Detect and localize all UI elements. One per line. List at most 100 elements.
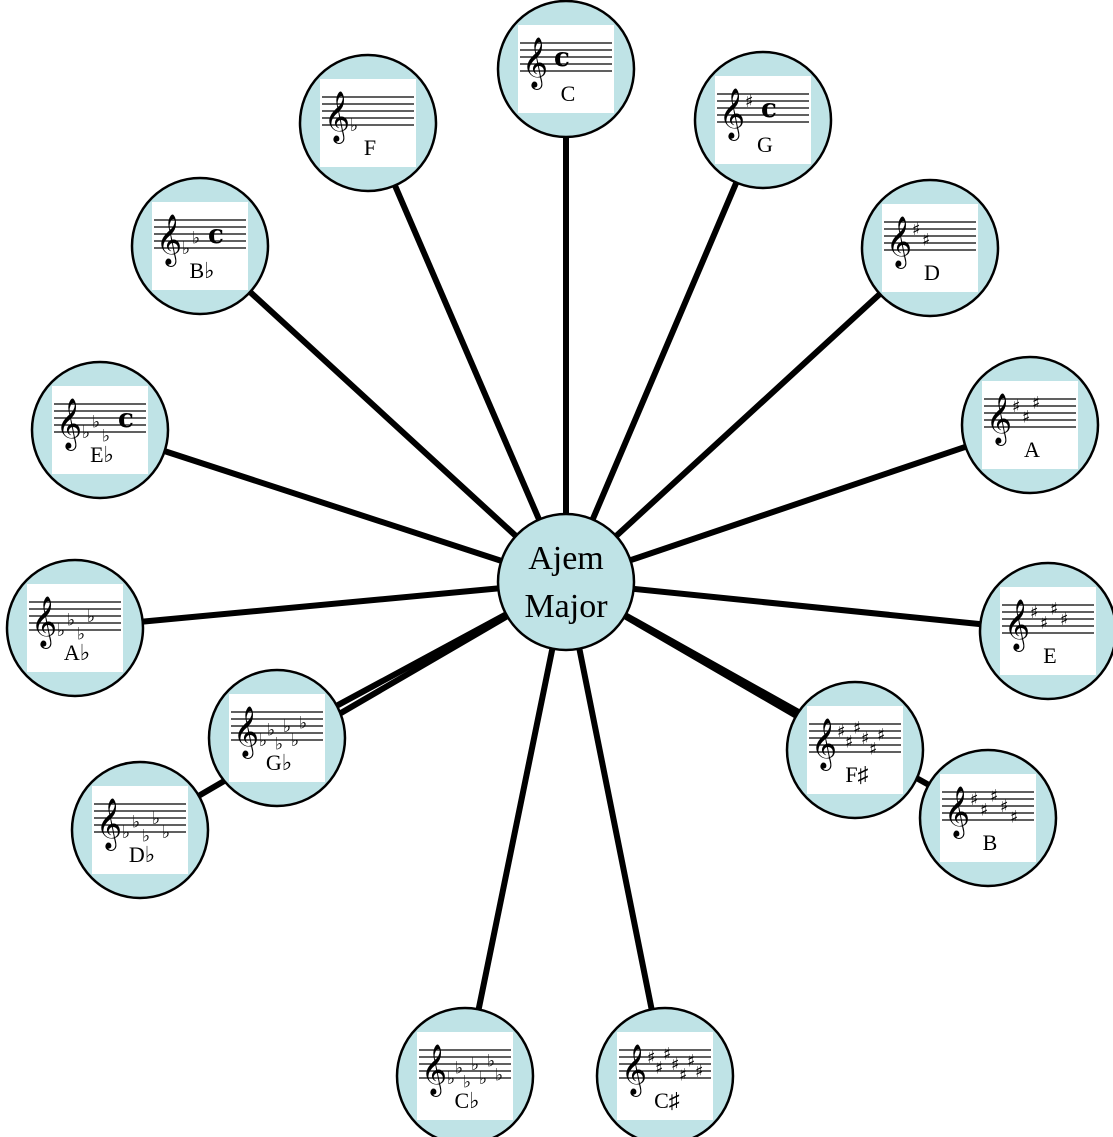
treble-clef-icon: 𝄞	[886, 216, 912, 269]
flat-icon: ♭	[87, 607, 95, 627]
staff-card	[715, 76, 811, 164]
staff-card	[92, 786, 188, 874]
spoke-line	[142, 585, 499, 625]
key-label: G♭	[266, 750, 292, 775]
key-node: 𝄞♯♯♯♯♯B	[918, 748, 1058, 888]
key-label: F	[364, 135, 376, 160]
flat-icon: ♭	[447, 1069, 455, 1089]
key-node: 𝄞♭ F	[298, 53, 438, 193]
staff-card	[1000, 587, 1096, 675]
center-circle	[496, 512, 636, 652]
flat-icon: ♭	[92, 413, 100, 433]
treble-clef-icon: 𝄞	[156, 214, 182, 267]
flat-icon: ♭	[259, 731, 267, 751]
sharp-icon: ♯	[647, 1048, 655, 1068]
flat-icon: ♭	[463, 1073, 471, 1093]
flat-icon: ♭	[182, 239, 190, 259]
treble-clef-icon: 𝄞	[986, 393, 1012, 446]
key-node: 𝄞♯♯♯♯♯♯F♯	[785, 680, 925, 820]
key-node: 𝄞♭♭♭♭A♭	[5, 558, 145, 698]
key-label: A♭	[64, 640, 90, 665]
staff-card	[320, 79, 416, 167]
flat-icon: ♭	[350, 116, 358, 136]
flat-icon: ♭	[132, 813, 140, 833]
center-node: Ajem Major	[496, 512, 636, 652]
treble-clef-icon: 𝄞	[233, 706, 259, 759]
sharp-icon: ♯	[990, 787, 998, 807]
flat-icon: ♭	[57, 621, 65, 641]
key-node: 𝄞♭♭♭♭♭♭♭C♭	[395, 1006, 535, 1137]
sharp-icon: ♯	[687, 1052, 695, 1072]
key-nodes: 𝄞cC𝄞♯cG𝄞♯♯D𝄞♯♯♯A𝄞♯♯♯♯E𝄞♯♯♯♯♯B𝄞♯♯♯♯♯♯F♯𝄞♯…	[5, 0, 1113, 1137]
key-label: C♯	[654, 1088, 680, 1113]
sharp-icon: ♯	[1012, 397, 1020, 417]
key-node: 𝄞♭♭♭cE♭	[30, 360, 170, 500]
flat-icon: ♭	[291, 731, 299, 751]
spoke-line	[589, 181, 740, 521]
spokes	[142, 137, 981, 1010]
treble-clef-icon: 𝄞	[56, 398, 82, 451]
key-label: F♯	[845, 762, 868, 787]
sharp-icon: ♯	[970, 790, 978, 810]
sharp-icon: ♯	[1060, 610, 1068, 630]
time-signature: c	[208, 220, 224, 250]
sharp-icon: ♯	[1032, 394, 1040, 414]
sharp-icon: ♯	[695, 1062, 703, 1082]
staff-card	[52, 386, 148, 474]
staff-card	[940, 774, 1036, 862]
sharp-icon: ♯	[869, 740, 877, 760]
key-node: 𝄞♯♯♯♯E	[978, 561, 1113, 701]
spoke-line	[392, 184, 542, 521]
key-node: 𝄞♯cG	[693, 50, 833, 190]
sharp-icon: ♯	[1030, 603, 1038, 623]
sharp-icon: ♯	[980, 801, 988, 821]
sharp-icon: ♯	[745, 92, 753, 112]
treble-clef-icon: 𝄞	[324, 91, 350, 144]
key-label: C	[561, 81, 576, 106]
sharp-icon: ♯	[679, 1066, 687, 1086]
sharp-icon: ♯	[655, 1059, 663, 1079]
staff-card	[417, 1032, 513, 1120]
sharp-icon: ♯	[1000, 797, 1008, 817]
flat-icon: ♭	[82, 423, 90, 443]
key-label: G	[757, 132, 773, 157]
flat-icon: ♭	[162, 823, 170, 843]
spoke-line	[614, 291, 882, 539]
flat-icon: ♭	[192, 229, 200, 249]
flat-icon: ♭	[275, 735, 283, 755]
spoke-line	[623, 613, 798, 719]
key-node: 𝄞♯♯D	[860, 178, 1000, 318]
staff-card	[229, 694, 325, 782]
spoke-line	[475, 648, 556, 1010]
key-node: 𝄞♭♭♭♭♭♭G♭	[207, 668, 347, 808]
sharp-icon: ♯	[845, 733, 853, 753]
key-label: D♭	[129, 842, 155, 867]
key-label: A	[1024, 437, 1040, 462]
time-signature: c	[554, 43, 570, 73]
flat-icon: ♭	[152, 809, 160, 829]
flat-icon: ♭	[487, 1052, 495, 1072]
flat-icon: ♭	[471, 1055, 479, 1075]
treble-clef-icon: 𝄞	[1004, 599, 1030, 652]
sharp-icon: ♯	[912, 220, 920, 240]
flat-icon: ♭	[495, 1066, 503, 1086]
key-label: C♭	[454, 1088, 479, 1113]
treble-clef-icon: 𝄞	[421, 1044, 447, 1097]
flat-icon: ♭	[479, 1069, 487, 1089]
treble-clef-icon: 𝄞	[31, 596, 57, 649]
flat-icon: ♭	[77, 625, 85, 645]
treble-clef-icon: 𝄞	[522, 37, 548, 90]
treble-clef-icon: 𝄞	[944, 786, 970, 839]
sharp-icon: ♯	[1022, 408, 1030, 428]
flat-icon: ♭	[67, 611, 75, 631]
sharp-icon: ♯	[922, 231, 930, 251]
sharp-icon: ♯	[877, 726, 885, 746]
flat-icon: ♭	[267, 721, 275, 741]
staff-card	[27, 584, 123, 672]
staff-card	[807, 706, 903, 794]
time-signature: c	[118, 404, 134, 434]
sharp-icon: ♯	[1010, 808, 1018, 828]
sharp-icon: ♯	[1040, 614, 1048, 634]
staff-card	[617, 1032, 713, 1120]
